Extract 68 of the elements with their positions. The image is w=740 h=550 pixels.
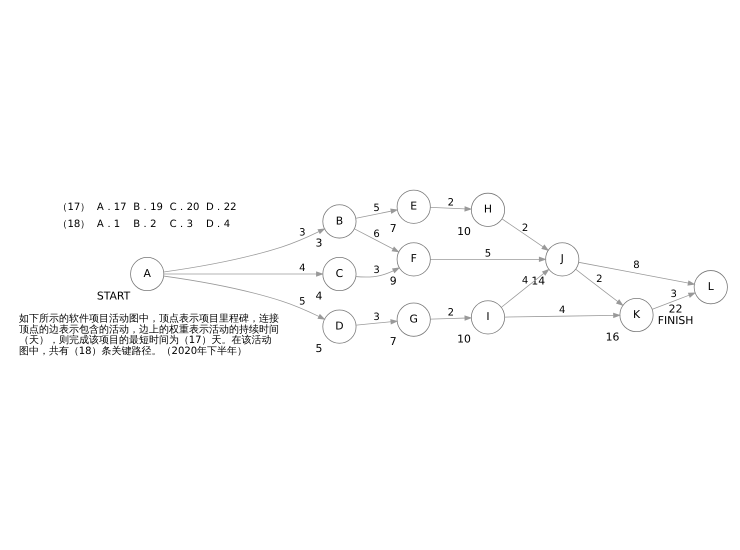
label: D．4 — [206, 219, 230, 230]
label: D．22 — [206, 202, 237, 214]
node-circle: G — [396, 302, 431, 337]
arrow — [652, 292, 696, 310]
node-circle: E — [396, 190, 431, 224]
node-circle: L — [694, 270, 728, 304]
arrow — [575, 268, 624, 306]
label: A．1 — [96, 219, 120, 230]
edge-label: 2 — [522, 223, 528, 234]
node-circle: K — [620, 298, 654, 332]
node-circle: H — [470, 192, 505, 227]
arrow — [356, 267, 400, 278]
node-circle: F — [396, 242, 431, 276]
edge-label: 3 — [670, 288, 677, 300]
arrow — [164, 271, 324, 277]
edge-label: 8 — [633, 260, 640, 272]
arrow — [430, 256, 547, 262]
label: （18） — [57, 219, 90, 230]
node-circle: I — [470, 300, 505, 334]
label: （17） — [57, 202, 90, 214]
arrow — [163, 228, 326, 272]
edge-label: 5 — [373, 202, 380, 214]
node-label: 14 — [531, 274, 546, 288]
arrow — [430, 206, 472, 212]
label: C．3 — [170, 219, 194, 230]
node-label: 7 — [390, 222, 397, 236]
label: A．17 — [96, 202, 127, 214]
edge-label: 2 — [596, 274, 603, 286]
node-label: 5 — [315, 342, 322, 355]
node-circle: B — [322, 204, 356, 238]
label: 如下所示的软件项目活动图中，顶点表示项目里程碑，连接顶点的边表示包含的活动，边上的权重表示活动的持续时间（天），则完成该项目的最短时间为（17）天。在该活动图中，共有（18）条关键路径。（2020年下半年） — [18, 314, 279, 358]
node-label: 3 — [315, 236, 322, 250]
arrow — [501, 268, 550, 308]
node-label: 22 — [668, 302, 682, 316]
edge-label: 3 — [373, 312, 380, 323]
node-circle: A — [130, 257, 164, 292]
edge-label: 4 — [299, 263, 306, 274]
node-label: 10 — [457, 225, 471, 238]
node-label: START — [96, 289, 130, 302]
arrow — [502, 218, 550, 251]
arrow — [578, 262, 696, 286]
node-circle: J — [545, 242, 580, 276]
edge-label: 2 — [448, 307, 454, 318]
edge-label: 5 — [299, 296, 306, 308]
node-label: 16 — [606, 330, 620, 344]
arrow — [354, 228, 400, 252]
node-label: 4 — [315, 289, 322, 302]
node-label: 10 — [457, 332, 471, 346]
label: B．19 — [133, 202, 163, 214]
node-circle: C — [322, 257, 356, 292]
node-label: FINISH — [658, 314, 694, 328]
edge-label: 3 — [373, 264, 380, 276]
edge-label: 2 — [448, 197, 454, 208]
label: B．2 — [133, 219, 157, 230]
arrow — [356, 208, 398, 219]
arrow — [504, 312, 621, 318]
arrow — [356, 319, 398, 326]
node-label: 7 — [390, 334, 397, 348]
label: C．20 — [170, 202, 200, 214]
node-circle: D — [322, 310, 356, 344]
edge-label: 5 — [484, 248, 492, 260]
edge-label: 4 — [559, 305, 566, 316]
node-label: 9 — [390, 274, 397, 288]
arrow — [163, 276, 326, 320]
edge-label: 4 — [522, 276, 528, 287]
edge-label: 3 — [299, 228, 306, 239]
arrow — [430, 315, 472, 321]
edge-label: 6 — [373, 229, 380, 240]
